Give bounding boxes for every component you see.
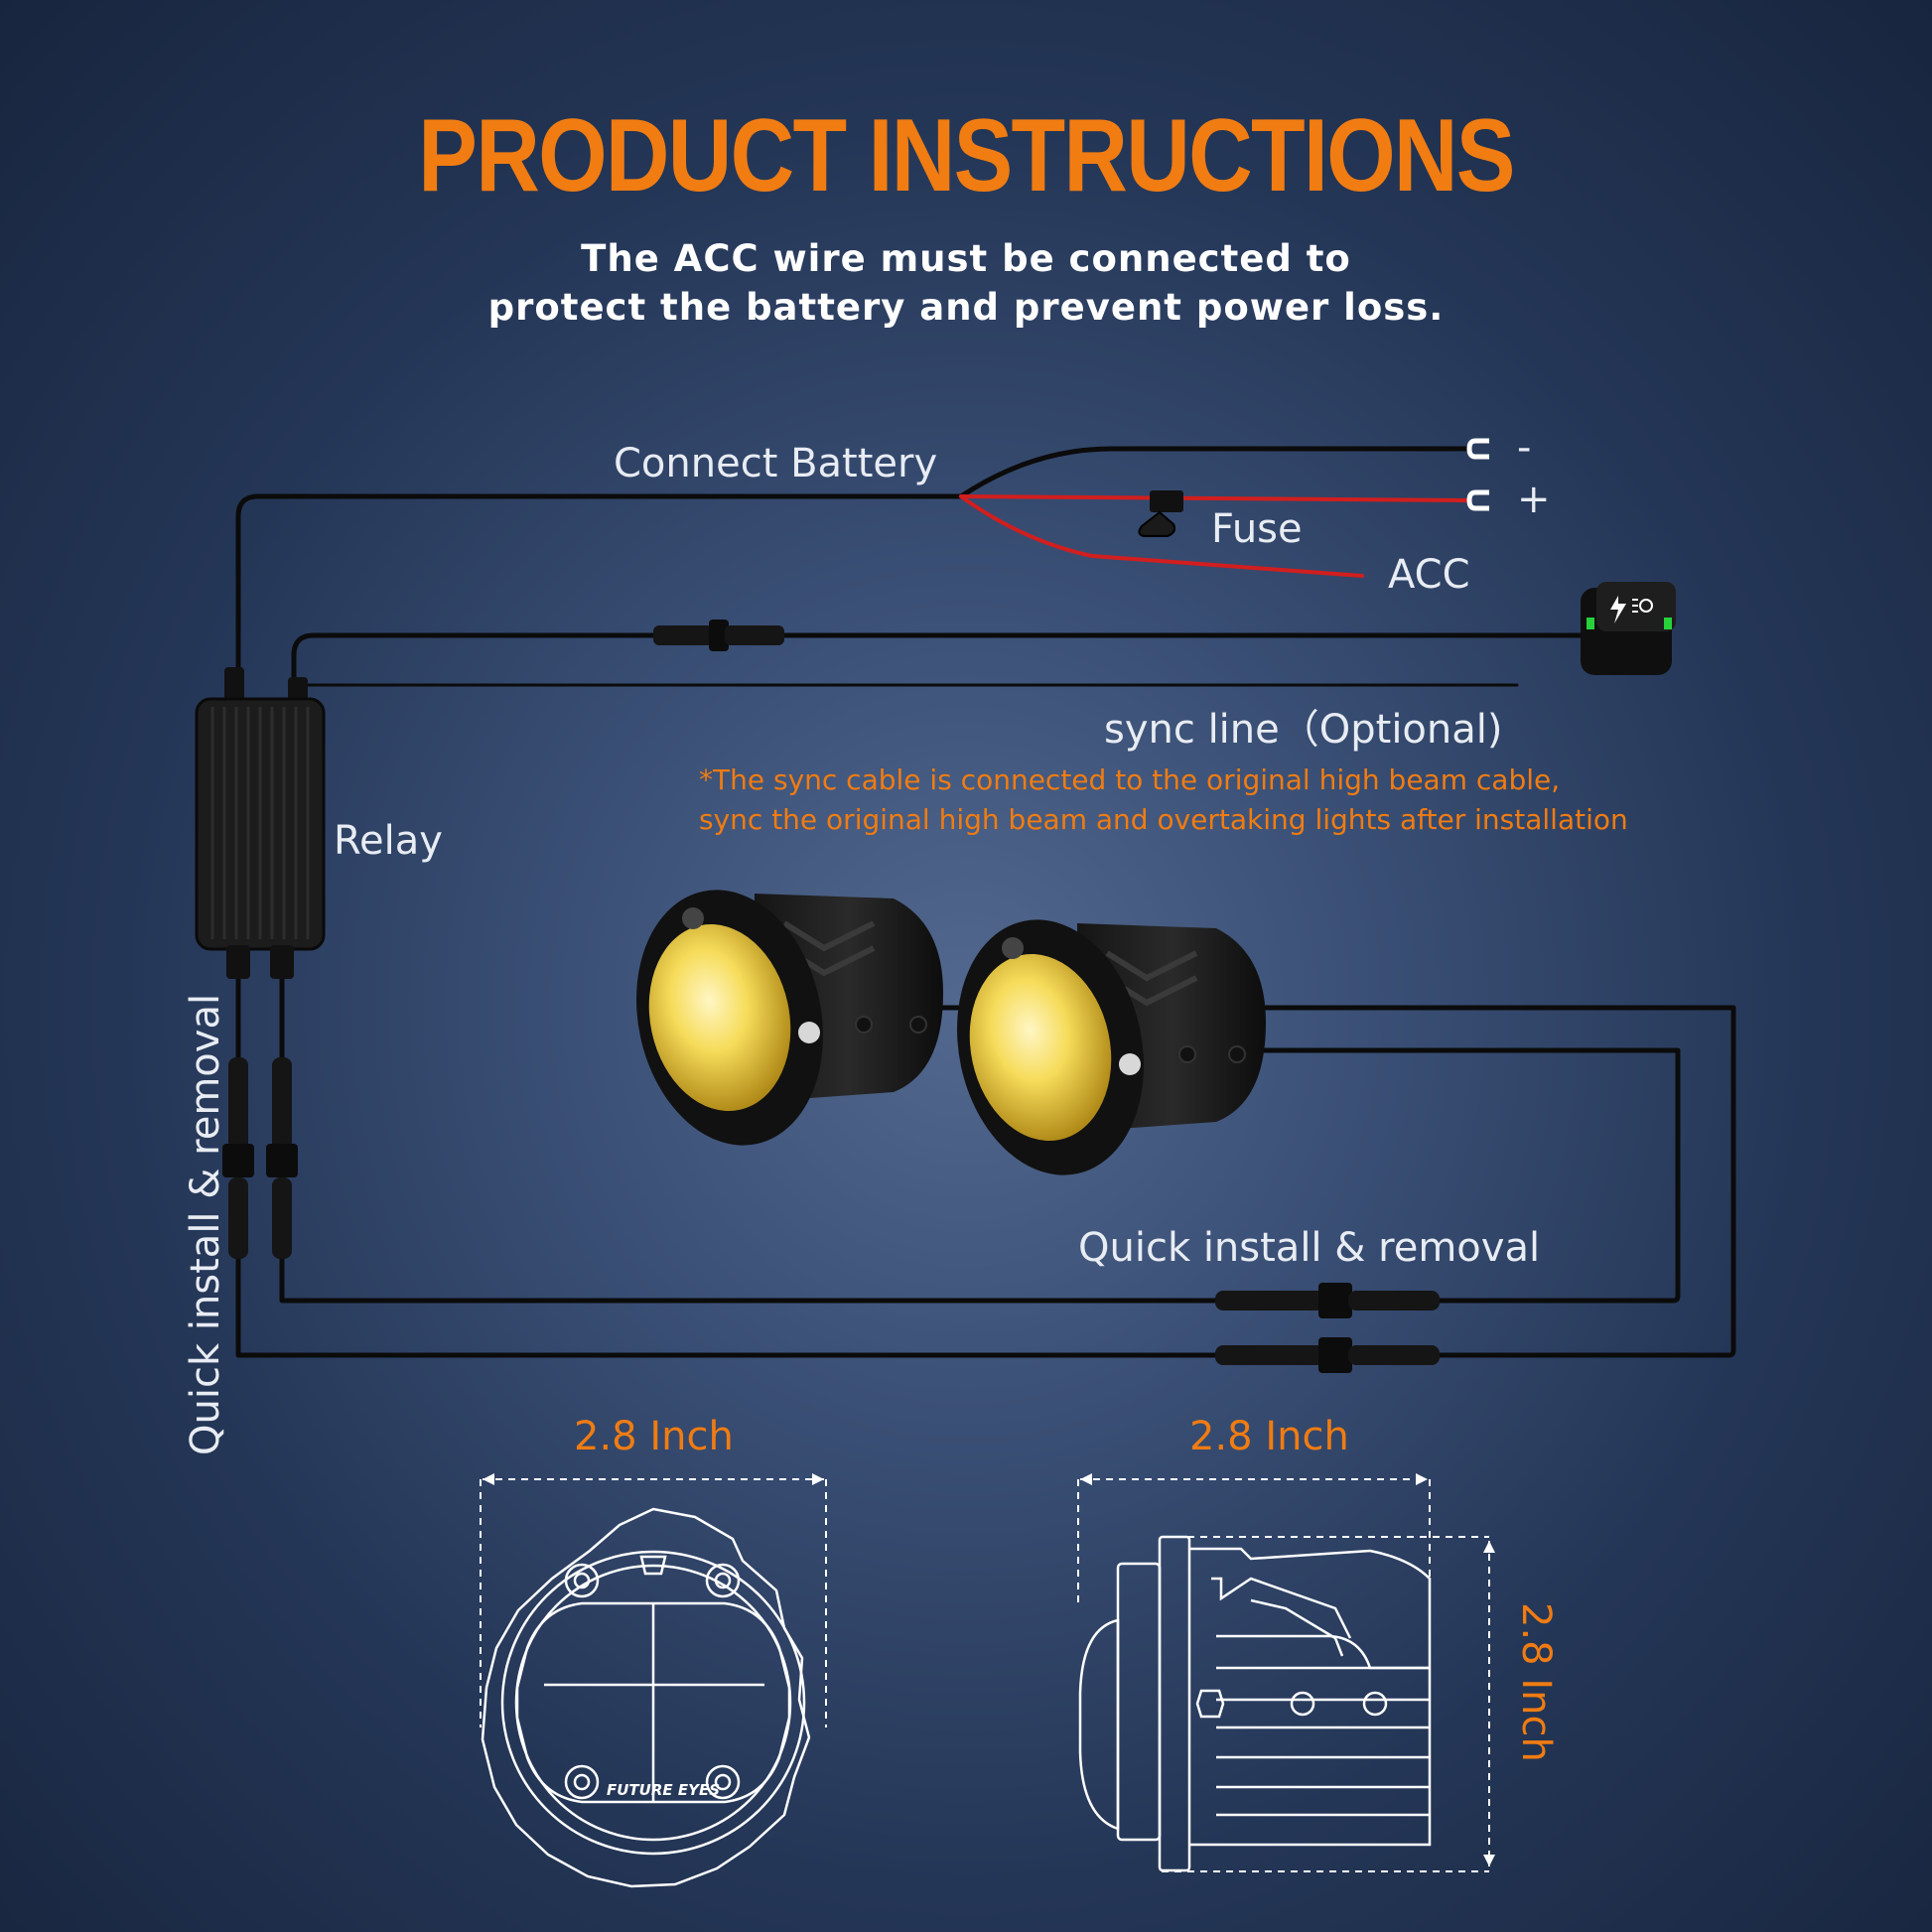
quick-install-vertical-label: Quick install & removal <box>183 993 228 1455</box>
sync-cable-note-line-2: sync the original high beam and overtaki… <box>699 803 1628 836</box>
negative-terminal <box>1466 438 1489 460</box>
fuse-label: Fuse <box>1211 506 1303 552</box>
front-width-dimension: 2.8 Inch <box>574 1414 734 1459</box>
subtitle: The ACC wire must be connected to protec… <box>0 234 1932 332</box>
quick-install-horizontal-label: Quick install & removal <box>1078 1225 1541 1271</box>
fog-light-right <box>957 919 1266 1175</box>
subtitle-line-1: The ACC wire must be connected to <box>581 237 1351 280</box>
front-view-drawing <box>481 1507 811 1888</box>
red-wires <box>959 494 1471 578</box>
dimension-lines <box>480 1478 1490 1872</box>
switch-wire <box>291 632 1587 698</box>
sync-cable-note: *The sync cable is connected to the orig… <box>699 760 1628 840</box>
negative-label: - <box>1517 425 1532 471</box>
side-view-drawing <box>1078 1535 1432 1872</box>
relay-output-wire-right <box>279 945 1681 1304</box>
sync-cable-note-line-1: *The sync cable is connected to the orig… <box>699 763 1561 796</box>
sync-line-wire <box>302 683 1519 697</box>
relay-box <box>195 667 326 979</box>
fog-light-left <box>636 890 943 1146</box>
sync-line-label: sync line（Optional) <box>1104 707 1503 753</box>
wire-harness <box>235 446 1736 1358</box>
battery-trunk-wire <box>235 493 964 698</box>
side-height-dimension: 2.8 Inch <box>1513 1602 1559 1762</box>
subtitle-line-2: protect the battery and prevent power lo… <box>487 286 1445 329</box>
relay-output-wire-left <box>235 945 1736 1358</box>
acc-wire <box>959 494 1364 578</box>
horizontal-quick-connectors <box>1215 1283 1440 1373</box>
negative-wire <box>958 446 1472 499</box>
fuse-holder <box>1138 490 1183 537</box>
positive-label: + <box>1517 477 1551 522</box>
connect-battery-label: Connect Battery <box>614 441 938 486</box>
dimension-arrowheads <box>483 1473 1495 1866</box>
positive-terminal <box>1466 489 1489 511</box>
page-title: PRODUCT INSTRUCTIONS <box>418 98 1515 213</box>
battery-terminals <box>1466 438 1489 511</box>
side-width-dimension: 2.8 Inch <box>1189 1414 1349 1459</box>
switch-wire-connector <box>653 620 784 651</box>
positive-wire <box>959 494 1471 502</box>
rocker-switch <box>1581 582 1676 675</box>
front-view-brand: FUTURE EYES <box>607 1781 720 1799</box>
vertical-quick-connectors <box>222 1057 298 1259</box>
relay-label: Relay <box>334 818 443 864</box>
acc-label: ACC <box>1388 552 1470 598</box>
